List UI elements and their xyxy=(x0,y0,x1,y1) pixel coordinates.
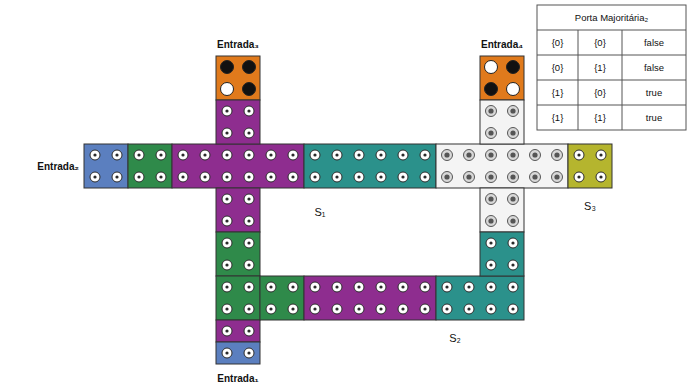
table-cell: {0} xyxy=(552,62,564,72)
input-label: Entrada₃ xyxy=(217,39,259,50)
input-label: Entrada₄ xyxy=(481,39,523,50)
stud-row xyxy=(436,144,568,188)
table-rule xyxy=(537,30,686,31)
table-header: Porta Majoritária₂ xyxy=(575,12,648,22)
stud xyxy=(243,61,256,74)
table-cell: {1} xyxy=(594,112,606,122)
brick xyxy=(480,232,524,276)
brick xyxy=(480,100,524,144)
table-cell: {1} xyxy=(594,62,606,72)
brick xyxy=(436,144,568,188)
table-cell: {1} xyxy=(552,87,564,97)
truth-table xyxy=(537,5,686,130)
input-label: Entrada₂ xyxy=(37,161,79,172)
output-label: S₂ xyxy=(449,332,461,344)
table-cell: true xyxy=(646,112,662,122)
brick xyxy=(216,100,260,144)
stud xyxy=(485,61,498,74)
stud-row xyxy=(480,232,524,276)
stud-row xyxy=(480,100,524,144)
studs xyxy=(84,100,612,364)
table-cell: {0} xyxy=(594,37,606,47)
table-cell: {0} xyxy=(594,87,606,97)
stud xyxy=(507,83,520,96)
brick xyxy=(480,188,524,232)
table-rule xyxy=(578,30,579,130)
table-rule xyxy=(537,105,686,106)
table-rule xyxy=(537,80,686,81)
stud xyxy=(243,83,256,96)
table-cell: true xyxy=(646,87,662,97)
stud-row xyxy=(260,276,524,320)
stud-row xyxy=(216,188,260,364)
bricks xyxy=(84,56,612,364)
stud-row xyxy=(480,188,524,232)
input-brick xyxy=(480,56,524,100)
stud-row xyxy=(84,144,436,188)
output-label: S₁ xyxy=(314,206,325,218)
input-studs xyxy=(221,61,520,96)
table-cell: false xyxy=(644,62,664,72)
stud xyxy=(507,61,520,74)
table-border xyxy=(537,5,686,130)
input-label: Entrada₁ xyxy=(217,373,258,384)
table-rule xyxy=(622,30,623,130)
stud-row xyxy=(568,144,612,188)
table-cell: {0} xyxy=(552,37,564,47)
table-rule xyxy=(537,55,686,56)
input-brick xyxy=(216,56,260,100)
table-cell: false xyxy=(644,37,664,47)
stud-row xyxy=(216,100,260,144)
output-label: S₃ xyxy=(584,200,596,212)
stud xyxy=(221,61,234,74)
brick xyxy=(568,144,612,188)
stud xyxy=(221,83,234,96)
stud xyxy=(485,83,498,96)
table-cell: {1} xyxy=(552,112,564,122)
